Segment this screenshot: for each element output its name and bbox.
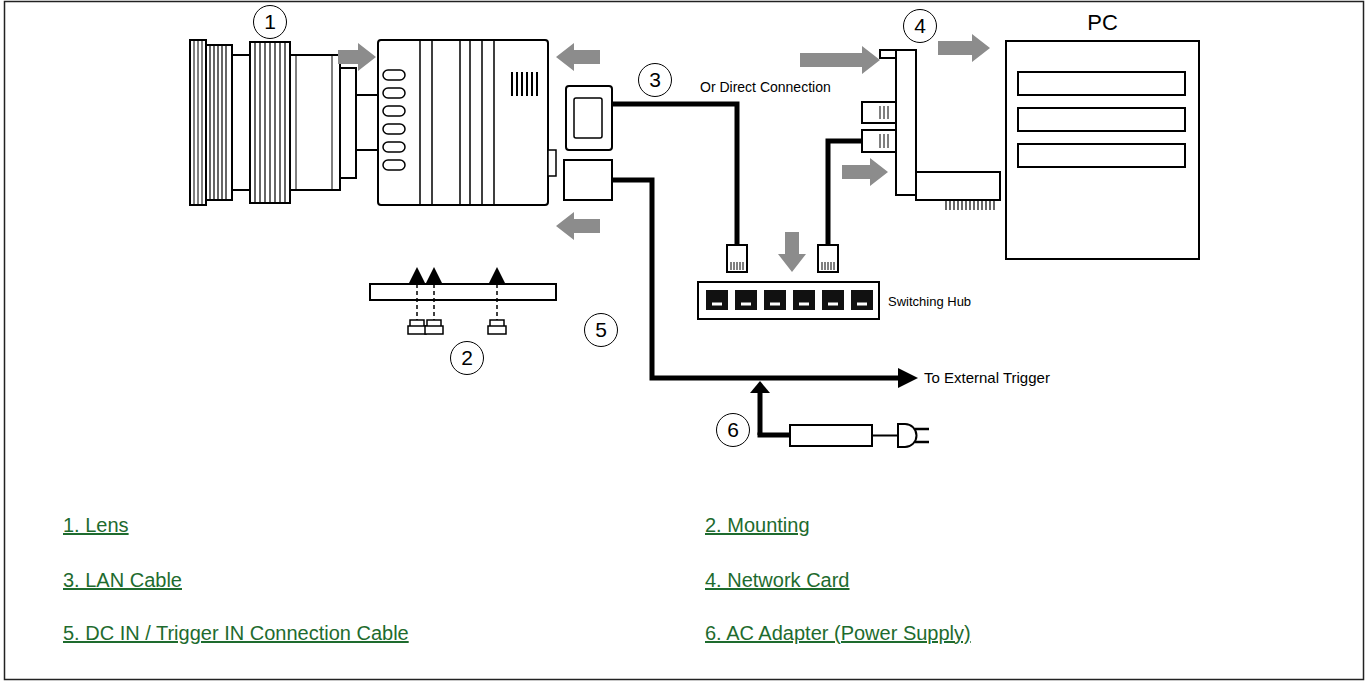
callout-number: 4 <box>903 9 937 43</box>
pc-box: PC <box>1005 40 1200 260</box>
pc-slot <box>1018 144 1185 167</box>
hub-port <box>793 290 815 310</box>
camera-fin <box>383 70 405 80</box>
lan-connector-face <box>574 98 602 138</box>
camera-fin <box>383 88 405 98</box>
camera-grille <box>512 72 537 96</box>
adapter-cord <box>872 435 898 437</box>
callout-number: 6 <box>716 413 750 447</box>
hub-port <box>764 290 786 310</box>
hub-port <box>735 290 757 310</box>
plug-prongs <box>915 429 929 442</box>
switching-hub: Switching Hub <box>697 281 880 320</box>
mounting-arrowhead <box>426 267 442 283</box>
lens-ridges <box>296 55 332 190</box>
card-edge-contacts <box>946 200 994 210</box>
lens-barrel <box>290 55 340 190</box>
trigger-arrowhead <box>898 368 918 388</box>
power-connector <box>564 160 612 200</box>
lens-ring <box>206 45 232 200</box>
callout-number: 5 <box>584 313 618 347</box>
direction-arrow <box>800 46 880 74</box>
lens-barrel <box>340 68 356 178</box>
lens-mount <box>356 95 378 150</box>
lan-connector <box>566 86 612 150</box>
node-label: Switching Hub <box>888 293 971 308</box>
camera-fin <box>383 160 405 170</box>
pc-slot <box>1018 108 1185 131</box>
part-link: 6. AC Adapter (Power Supply) <box>705 622 971 645</box>
part-link: 2. Mounting <box>705 514 810 537</box>
card-socket-contacts <box>880 134 888 148</box>
mounting-screw <box>488 320 506 334</box>
card-bracket <box>896 50 916 195</box>
rj45-plug <box>818 245 838 272</box>
lens-ridges <box>255 42 285 203</box>
frame-border <box>5 2 1364 680</box>
ac-adapter <box>790 425 872 446</box>
part-link: 3. LAN Cable <box>63 569 182 592</box>
hub-port <box>822 290 844 310</box>
camera-fin <box>383 124 405 134</box>
trigger-note: To External Trigger <box>924 369 1050 386</box>
pc-slot <box>1018 72 1185 95</box>
camera-button <box>548 150 556 176</box>
mounting-arrowhead <box>489 267 505 283</box>
mounting-arrowhead <box>409 267 425 283</box>
adapter-cable <box>758 392 763 435</box>
card-socket-contacts <box>880 106 888 119</box>
card-board <box>916 172 1000 200</box>
lens-focus-ring <box>250 42 290 203</box>
mounting-screw <box>425 320 443 334</box>
direction-arrow <box>842 158 888 186</box>
lens-ring <box>190 40 206 205</box>
direction-arrow <box>938 34 990 62</box>
lens-ridges <box>194 40 202 205</box>
lan-cable <box>612 104 737 245</box>
callout-number: 3 <box>638 63 672 97</box>
rj45-contacts <box>822 262 834 270</box>
camera-fin <box>383 106 405 116</box>
adapter-cable <box>758 433 791 438</box>
callout-number: 1 <box>253 5 287 39</box>
part-link: 4. Network Card <box>705 569 850 592</box>
lan-cable <box>828 141 862 245</box>
node-label: PC <box>1087 10 1118 36</box>
mounting-plate <box>370 284 556 300</box>
lens-ring <box>232 55 250 190</box>
direct-cable <box>745 110 862 114</box>
hub-port <box>706 290 728 310</box>
camera-grooves <box>420 40 494 205</box>
camera-body <box>378 40 548 205</box>
hub-port-notch <box>712 303 867 306</box>
card-socket <box>862 102 896 123</box>
hub-port <box>851 290 873 310</box>
rj45-contacts <box>731 262 743 270</box>
connection-note: Or Direct Connection <box>700 79 831 95</box>
lens-ridges <box>210 45 226 200</box>
power-plug <box>898 424 917 447</box>
direction-arrow <box>556 212 600 240</box>
part-link: 5. DC IN / Trigger IN Connection Cable <box>63 622 409 645</box>
camera-fin <box>383 142 405 152</box>
part-link: 1. Lens <box>63 514 129 537</box>
direction-arrow <box>338 43 376 71</box>
adapter-arrowhead <box>750 381 770 393</box>
card-socket <box>862 130 896 152</box>
direction-arrow <box>556 43 600 71</box>
callout-number: 2 <box>450 341 484 375</box>
direction-arrow <box>778 232 806 272</box>
trigger-cable <box>612 180 900 378</box>
mounting-screw <box>408 320 426 334</box>
mounting-guide <box>417 284 497 320</box>
rj45-plug <box>727 245 747 272</box>
